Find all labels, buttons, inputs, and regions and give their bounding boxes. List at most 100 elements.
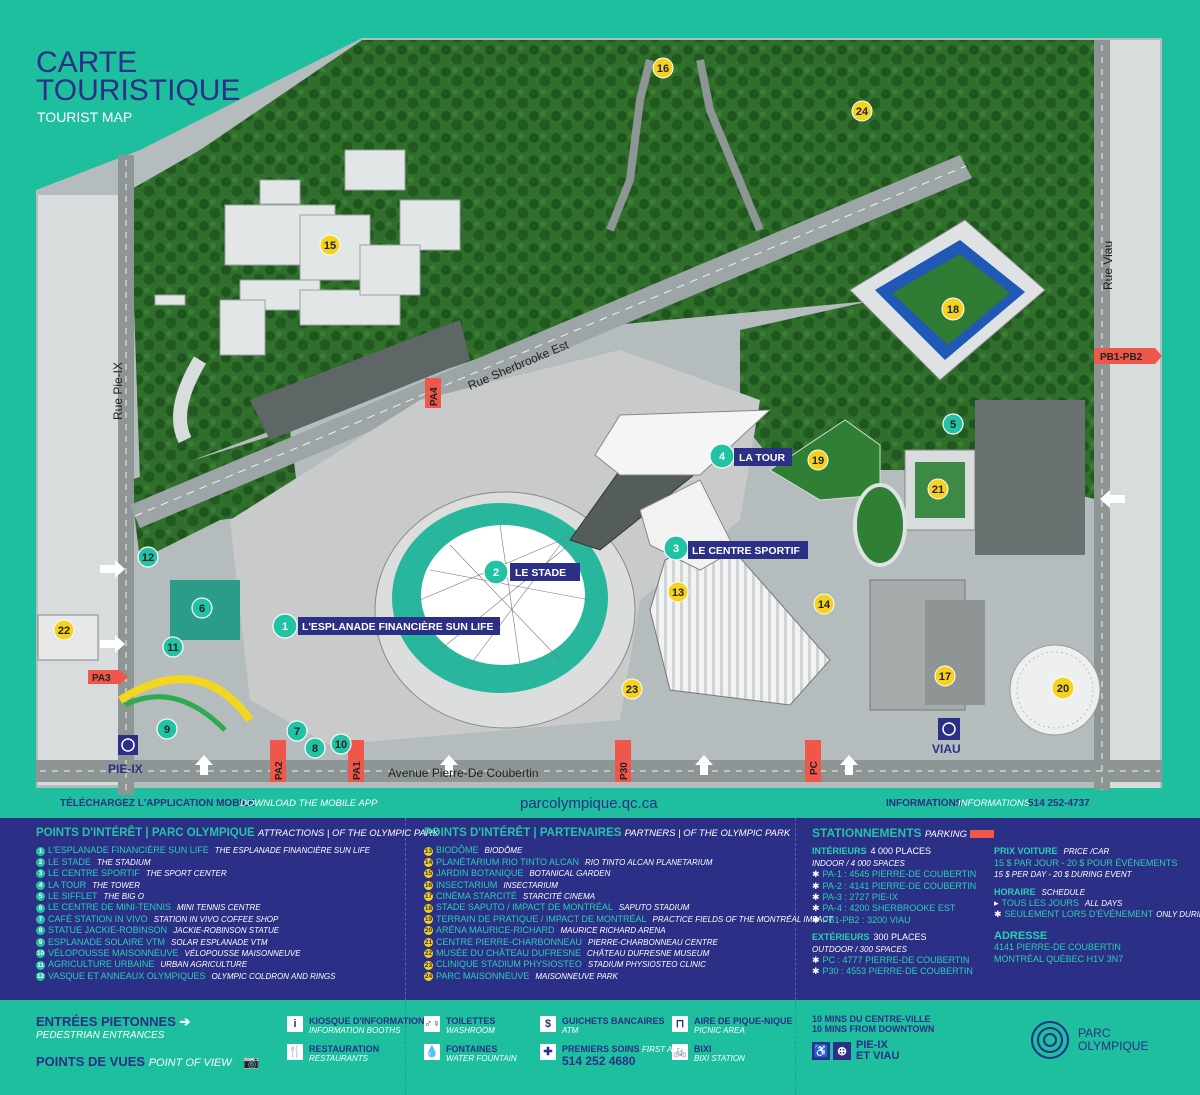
svg-text:12: 12: [142, 552, 154, 564]
camera-icon: 📷: [243, 1054, 260, 1069]
number-badge: 4: [36, 880, 45, 890]
partner-name-fr: PARC MAISONNEUVE: [436, 970, 530, 981]
parking-tag-pa3[interactable]: PA3: [88, 670, 128, 684]
marker-13[interactable]: 13: [667, 581, 689, 603]
partner-name-fr: PLANÉTARIUM RIO TINTO ALCAN: [436, 856, 580, 867]
parking-lot-item: ✱PA-3 : 2727 PIE-IX: [812, 892, 982, 903]
price-heading-en: PRICE /CAR: [1063, 847, 1110, 857]
marker-6[interactable]: 6: [191, 597, 213, 619]
callout-stadium[interactable]: 2 LE STADE: [483, 559, 580, 585]
attraction-name-en: THE ESPLANADE FINANCIÈRE SUN LIFE: [214, 846, 370, 856]
svg-text:4: 4: [719, 451, 726, 463]
callout-tower[interactable]: 4 LA TOUR: [709, 443, 792, 469]
marker-24[interactable]: 24: [851, 100, 873, 122]
parking-tag-pc[interactable]: PC: [805, 740, 821, 782]
parking-lot-item: ✱PA-2 : 4141 PIERRE-DE COUBERTIN: [812, 881, 982, 892]
svg-text:14: 14: [818, 599, 831, 611]
arrow-right-icon: ➔: [179, 1014, 191, 1029]
marker-8[interactable]: 8: [304, 737, 326, 759]
marker-11[interactable]: 11: [162, 636, 184, 658]
marker-21[interactable]: 21: [927, 478, 949, 500]
marker-7[interactable]: 7: [286, 720, 308, 742]
marker-15[interactable]: 15: [319, 234, 341, 256]
marker-5[interactable]: 5: [942, 413, 964, 435]
marker-10[interactable]: 10: [330, 733, 352, 755]
star-icon: ▸: [994, 897, 999, 908]
marker-19[interactable]: 19: [807, 449, 829, 471]
app-download-en[interactable]: DOWNLOAD THE MOBILE APP: [240, 798, 378, 809]
attraction-name-fr: ESPLANADE SOLAIRE VTM: [48, 936, 166, 947]
parking-tag-pb[interactable]: PB1-PB2: [1094, 348, 1162, 364]
star-icon: ✱: [812, 880, 820, 891]
marker-18[interactable]: 18: [941, 297, 965, 321]
marker-14[interactable]: 14: [813, 593, 835, 615]
svg-text:L'ESPLANADE FINANCIÈRE SUN LIF: L'ESPLANADE FINANCIÈRE SUN LIFE: [302, 620, 494, 633]
star-icon: ✱: [812, 954, 820, 965]
info-phone[interactable]: 514 252-4737: [1028, 798, 1090, 809]
marker-9[interactable]: 9: [156, 718, 178, 740]
marker-22[interactable]: 22: [53, 619, 75, 641]
partner-name-fr: MUSÉE DU CHÂTEAU DUFRESNE: [436, 947, 582, 958]
svg-text:7: 7: [294, 726, 300, 738]
marker-17[interactable]: 17: [934, 665, 956, 687]
tourist-map[interactable]: CARTE TOURISTIQUE TOURIST MAP Rue Sherbr…: [0, 0, 1200, 818]
website-url[interactable]: parcolympique.qc.ca: [520, 795, 658, 812]
svg-text:1: 1: [282, 621, 288, 633]
app-download-fr[interactable]: TÉLÉCHARGEZ L'APPLICATION MOBILE: [60, 796, 255, 809]
parking-tag-p30[interactable]: P30: [615, 740, 631, 782]
partner-name-fr: BIODÔME: [436, 845, 479, 856]
downtown-info: 10 MINS DU CENTRE-VILLE 10 MINS FROM DOW…: [812, 1014, 935, 1062]
bike-icon: 🚲: [672, 1044, 688, 1060]
number-badge: 15: [424, 869, 433, 879]
attraction-name-en: MINI TENNIS CENTRE: [177, 903, 261, 913]
parking-tag-pa2[interactable]: PA2: [270, 740, 286, 782]
parking-lot-address: P30 : 4553 PIERRE-DE COUBERTIN: [822, 966, 973, 977]
point-of-view-legend: POINTS DE VUES POINT OF VIEW 📷: [36, 1054, 260, 1069]
number-badge: 6: [36, 903, 45, 913]
callout-esplanade[interactable]: 1 L'ESPLANADE FINANCIÈRE SUN LIFE: [272, 613, 500, 639]
callout-sport-center[interactable]: 3 LE CENTRE SPORTIF: [663, 535, 808, 561]
marker-16[interactable]: 16: [652, 57, 674, 79]
info-label-fr: INFORMATIONS: [886, 798, 963, 809]
marker-20[interactable]: 20: [1051, 676, 1075, 700]
metro-viau[interactable]: VIAU: [932, 718, 961, 756]
svg-text:13: 13: [672, 587, 684, 599]
svg-text:2: 2: [493, 567, 499, 579]
parking-tag-pa1[interactable]: PA1: [348, 740, 364, 782]
marker-12[interactable]: 12: [137, 546, 159, 568]
attraction-name-en: THE BIG O: [103, 891, 144, 901]
marker-23[interactable]: 23: [621, 678, 643, 700]
metro-pie-ix[interactable]: PIE-IX: [108, 735, 143, 776]
parking-tag-pa4[interactable]: PA4: [425, 378, 441, 408]
address-line-1: 4141 PIERRE-DE COUBERTIN: [994, 942, 1121, 953]
partner-name-fr: INSECTARIUM: [436, 879, 498, 890]
